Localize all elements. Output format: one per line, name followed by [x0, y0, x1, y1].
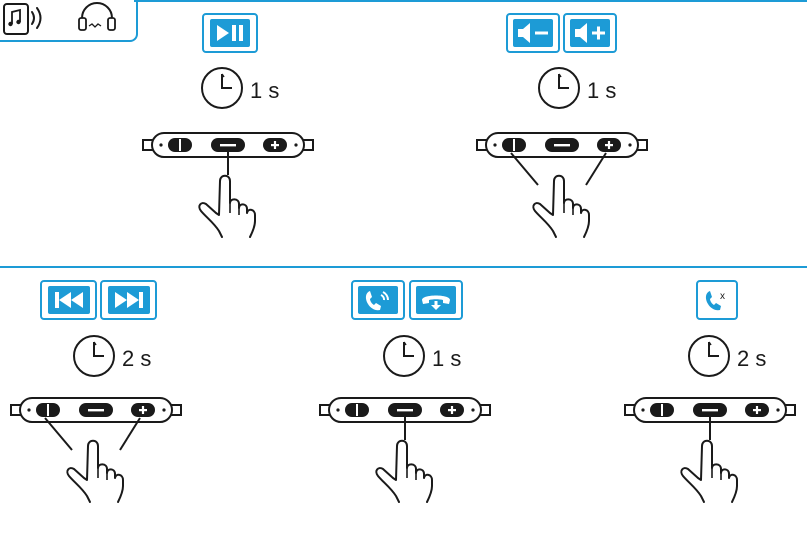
press-line [585, 152, 607, 186]
answer-call-button [351, 280, 405, 320]
duration-label: 1 s [432, 346, 462, 371]
volume-up-icon [570, 19, 610, 47]
volume-up-button [563, 13, 617, 53]
press-line [510, 152, 539, 186]
phone-music-icon [3, 3, 42, 35]
inline-remote [476, 132, 648, 186]
reject-call-button: x [696, 280, 738, 320]
hand-pointer-icon [198, 174, 256, 238]
end-call-button [409, 280, 463, 320]
duration-label: 1 s [250, 78, 280, 103]
hand-pointer-icon [532, 174, 590, 238]
clock-icon [538, 67, 580, 109]
reject-call-icon: x [702, 286, 732, 314]
clock-icon [201, 67, 243, 109]
headphones-icon [78, 2, 116, 31]
header-icons [3, 2, 116, 35]
inline-remote [319, 397, 491, 440]
inline-remote [142, 132, 314, 175]
clock-icon [73, 335, 115, 377]
duration-label: 2 s [122, 346, 152, 371]
hand-pointer-icon [66, 439, 124, 503]
press-line [119, 417, 141, 451]
next-track-button [100, 280, 157, 320]
press-line [44, 417, 73, 451]
clock-icon [688, 335, 730, 377]
previous-track-button [40, 280, 97, 320]
play-pause-icon [210, 19, 250, 47]
top-border [134, 0, 807, 2]
duration-label: 1 s [587, 78, 617, 103]
answer-call-icon [358, 286, 398, 314]
duration-label: 2 s [737, 346, 767, 371]
next-track-icon [107, 286, 150, 314]
clock-icon [383, 335, 425, 377]
hand-pointer-icon [375, 439, 433, 503]
play-pause-button [202, 13, 258, 53]
inline-remote [10, 397, 182, 451]
volume-down-button [506, 13, 560, 53]
volume-down-icon [513, 19, 553, 47]
end-call-icon [416, 286, 456, 314]
hand-pointer-icon [680, 439, 738, 503]
section-divider [0, 266, 807, 268]
previous-track-icon [47, 286, 90, 314]
reject-mark: x [720, 291, 725, 302]
inline-remote [624, 397, 796, 440]
